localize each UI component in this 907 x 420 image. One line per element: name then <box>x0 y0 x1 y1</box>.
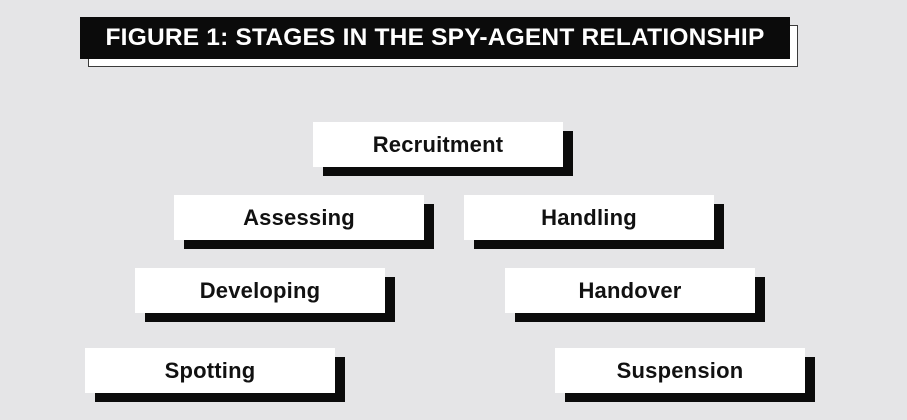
stage-box-handling: Handling <box>464 195 724 249</box>
stage-box-face: Spotting <box>85 348 335 393</box>
stage-label-handover: Handover <box>578 277 682 303</box>
stage-box-handover: Handover <box>505 268 765 322</box>
figure-title-text: FIGURE 1: STAGES IN THE SPY-AGENT RELATI… <box>105 23 765 51</box>
stage-label-spotting: Spotting <box>164 357 256 383</box>
stage-label-recruitment: Recruitment <box>372 131 504 157</box>
stage-box-recruitment: Recruitment <box>313 122 573 176</box>
stage-box-face: Handover <box>505 268 755 313</box>
stage-box-face: Handling <box>464 195 714 240</box>
stage-label-handling: Handling <box>541 204 637 230</box>
stage-label-suspension: Suspension <box>616 357 744 383</box>
figure-title-banner: FIGURE 1: STAGES IN THE SPY-AGENT RELATI… <box>80 17 798 67</box>
stage-label-assessing: Assessing <box>243 204 355 230</box>
stage-box-face: Recruitment <box>313 122 563 167</box>
stage-box-assessing: Assessing <box>174 195 434 249</box>
stage-box-face: Suspension <box>555 348 805 393</box>
stage-label-developing: Developing <box>199 277 321 303</box>
stage-box-face: Assessing <box>174 195 424 240</box>
stage-box-face: Developing <box>135 268 385 313</box>
figure-title-bar: FIGURE 1: STAGES IN THE SPY-AGENT RELATI… <box>80 17 790 59</box>
stage-box-developing: Developing <box>135 268 395 322</box>
stage-box-spotting: Spotting <box>85 348 345 402</box>
stage-box-suspension: Suspension <box>555 348 815 402</box>
